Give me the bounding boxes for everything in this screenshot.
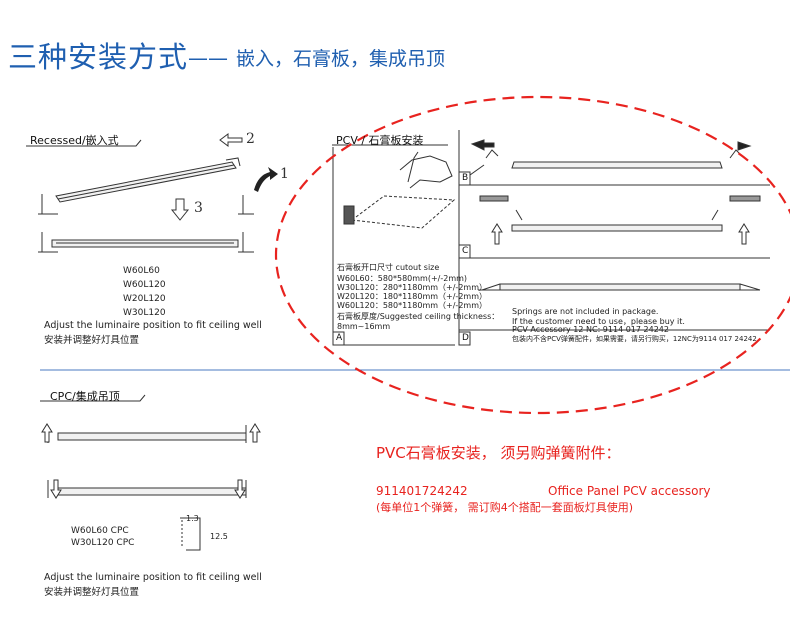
recessed-model-2: W60L120 <box>123 280 166 290</box>
cpc-dim-1: 1.3 <box>186 514 199 523</box>
cutout-sheet <box>350 195 456 229</box>
pencil <box>407 151 419 183</box>
curved-arrow-1-icon <box>254 167 278 192</box>
tilted-panel-inner <box>57 164 235 200</box>
cpc-panel-bottom <box>57 487 247 496</box>
support-left <box>38 194 58 215</box>
tilted-panel-end <box>225 157 241 167</box>
recessed-model-4: W30L120 <box>123 308 166 318</box>
pvc-note-heading: PVC石膏板安装， 须另购弹簧附件： <box>376 444 621 462</box>
cutout-line-2: W30L120：280*1180mm（+/-2mm） <box>337 283 487 292</box>
cpc-panel-top <box>57 432 247 441</box>
cpc-label-underline <box>40 394 146 402</box>
pvc-part-number: 911401724242 <box>376 484 468 498</box>
cpc-arrow-up-left-icon <box>41 423 53 443</box>
springs-c <box>515 209 719 221</box>
page-title: 三种安装方式 <box>8 40 189 74</box>
springs-d <box>481 283 761 291</box>
box-letter-c: C <box>462 246 469 256</box>
cpc-illustration <box>40 394 261 551</box>
ceiling-left-b <box>469 164 485 185</box>
hand-shape <box>399 155 453 189</box>
letter-boxes <box>332 171 471 346</box>
springs-line-1: Springs are not included in package. <box>512 307 659 316</box>
support-right <box>238 195 254 215</box>
recessed-note-cn: 安装并调整好灯具位置 <box>44 335 140 346</box>
cpc-rails-bottom <box>47 480 247 498</box>
ceiling-left-c <box>479 195 509 202</box>
cpc-arrow-down-right-icon <box>234 479 246 499</box>
panel-c <box>511 224 723 232</box>
flat-support-right <box>238 232 254 253</box>
arrow-left-b-icon <box>470 139 495 151</box>
thickness-label: 石膏板厚度/Suggested ceiling thickness： <box>337 312 500 321</box>
cutout-line-1: W60L60：580*580mm(+/-2mm) <box>337 274 468 283</box>
step-2-label: 2 <box>246 131 255 147</box>
arrow-up-c-icon <box>491 223 503 245</box>
pvc-part-name: Office Panel PCV accessory <box>548 484 711 498</box>
cpc-arrow-up-right-icon <box>249 423 261 443</box>
springs-line-3: PCV Accessory 12 NC: 9114 017 24242 <box>512 325 669 334</box>
arrow-left-2-icon <box>219 133 243 147</box>
page-subtitle: 嵌入，石膏板，集成吊顶 <box>236 48 446 70</box>
arrow-up-c-right-icon <box>738 223 750 245</box>
step-1-label: 1 <box>280 166 289 182</box>
thickness-value: 8mm~16mm <box>337 322 391 331</box>
recessed-label: Recessed/嵌入式 <box>30 134 119 147</box>
cutout-line-3: W20L120：180*1180mm（+/-2mm） <box>337 292 487 301</box>
cpc-profile <box>180 517 201 551</box>
cpc-note-cn: 安装并调整好灯具位置 <box>44 587 140 598</box>
pcv-label: PCV / 石膏板安装 <box>336 134 424 147</box>
arrow-right-b-icon <box>737 141 752 151</box>
highlight-ellipse <box>274 95 790 415</box>
box-letter-a: A <box>336 333 343 343</box>
ceiling-right-c <box>729 195 761 202</box>
cutout-line-4: W60L120：580*1180mm（+/-2mm） <box>337 301 487 310</box>
recessed-model-1: W60L60 <box>123 266 160 276</box>
flat-support-left <box>38 232 58 253</box>
cpc-arrow-down-left-icon <box>50 479 62 499</box>
recessed-label-underline <box>26 139 142 147</box>
springs-line-2: If the customer need to use，please buy i… <box>512 317 685 326</box>
step-3-label: 3 <box>194 200 203 216</box>
recessed-model-3: W20L120 <box>123 294 166 304</box>
cpc-model-1: W60L60 CPC <box>71 526 129 536</box>
arrow-down-3-icon <box>170 198 190 221</box>
cpc-label: CPC/集成吊顶 <box>50 390 120 403</box>
recessed-illustration <box>26 133 254 253</box>
cpc-dim-2: 12.5 <box>210 532 228 541</box>
box-letter-b: B <box>462 173 469 183</box>
cpc-note-en: Adjust the luminaire position to fit cei… <box>44 572 262 583</box>
title-dash: —— <box>188 46 228 70</box>
cpc-model-2: W30L120 CPC <box>71 538 135 548</box>
cutout-title: 石膏板开口尺寸 cutout size <box>337 263 440 272</box>
box-letter-d: D <box>462 333 469 343</box>
panel-d <box>499 283 741 291</box>
cutout-box <box>343 205 355 225</box>
spring-left-b <box>485 149 499 159</box>
springs-line-4: 包装内不含PCV弹簧配件，如果需要，请另行购买，12NC为9114 017 24… <box>512 335 757 343</box>
recessed-note-en: Adjust the luminaire position to fit cei… <box>44 320 262 331</box>
panel-b <box>511 161 723 169</box>
pvc-detail: (每单位1个弹簧， 需订购4个搭配一套面板灯具使用) <box>376 501 634 514</box>
